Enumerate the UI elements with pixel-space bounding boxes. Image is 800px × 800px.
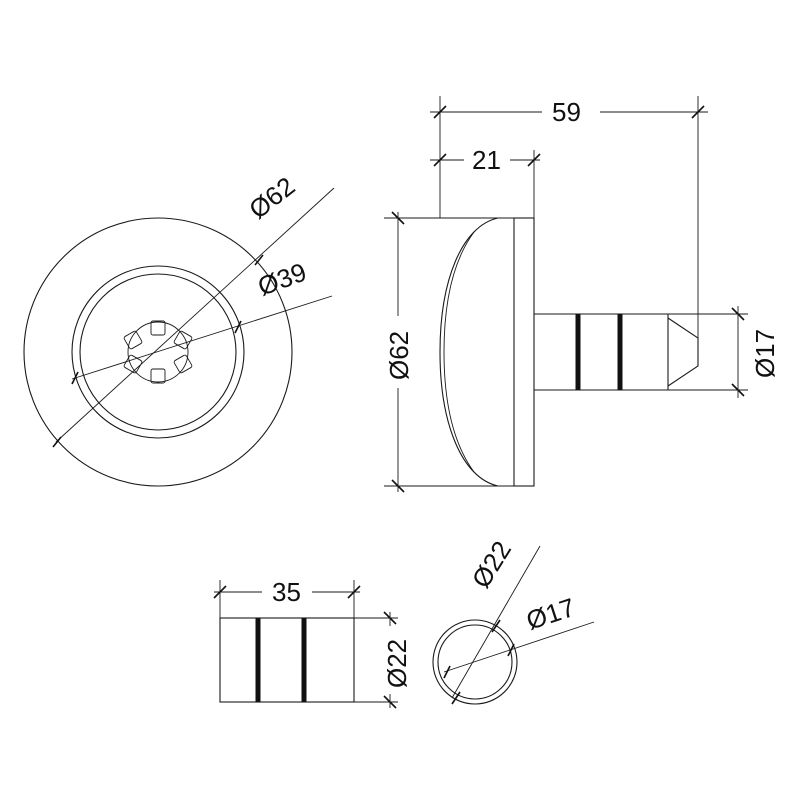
front-inner-ring-outer bbox=[71, 265, 245, 439]
front-view: Ø62 Ø39 bbox=[23, 171, 335, 487]
sleeve-diameter-label: Ø22 bbox=[382, 639, 412, 688]
front-hub bbox=[123, 320, 193, 384]
front-outer-diameter-label: Ø62 bbox=[243, 171, 300, 225]
side-total-length-label: 59 bbox=[552, 97, 581, 127]
side-dome bbox=[439, 217, 514, 487]
front-outer-circle bbox=[23, 217, 293, 487]
side-shaft-diameter-label: Ø17 bbox=[750, 329, 780, 378]
ring-outer-diameter-label: Ø22 bbox=[466, 536, 517, 594]
ring-outer-dim-line bbox=[451, 545, 541, 699]
front-inner-diameter-label: Ø39 bbox=[254, 257, 310, 302]
ring-outer-circle bbox=[432, 619, 518, 705]
sleeve-length-label: 35 bbox=[272, 577, 301, 607]
front-inner-ring-inner bbox=[79, 273, 237, 431]
front-outer-dim-line bbox=[55, 187, 335, 443]
sleeve-view: 35 Ø22 bbox=[213, 577, 412, 709]
ring-inner-diameter-label: Ø17 bbox=[523, 592, 579, 636]
front-inner-dim-line bbox=[71, 295, 333, 380]
side-head-depth-label: 21 bbox=[472, 145, 501, 175]
ring-inner-circle bbox=[437, 624, 513, 700]
ring-view: Ø22 Ø17 bbox=[432, 536, 595, 705]
ring-inner-dim-line bbox=[443, 621, 595, 673]
side-view: 59 21 Ø62 Ø17 bbox=[384, 96, 780, 493]
sleeve-body bbox=[219, 617, 355, 703]
side-shaft-tip bbox=[667, 317, 699, 387]
side-flange bbox=[513, 217, 535, 487]
side-head-diameter-label: Ø62 bbox=[384, 331, 414, 380]
